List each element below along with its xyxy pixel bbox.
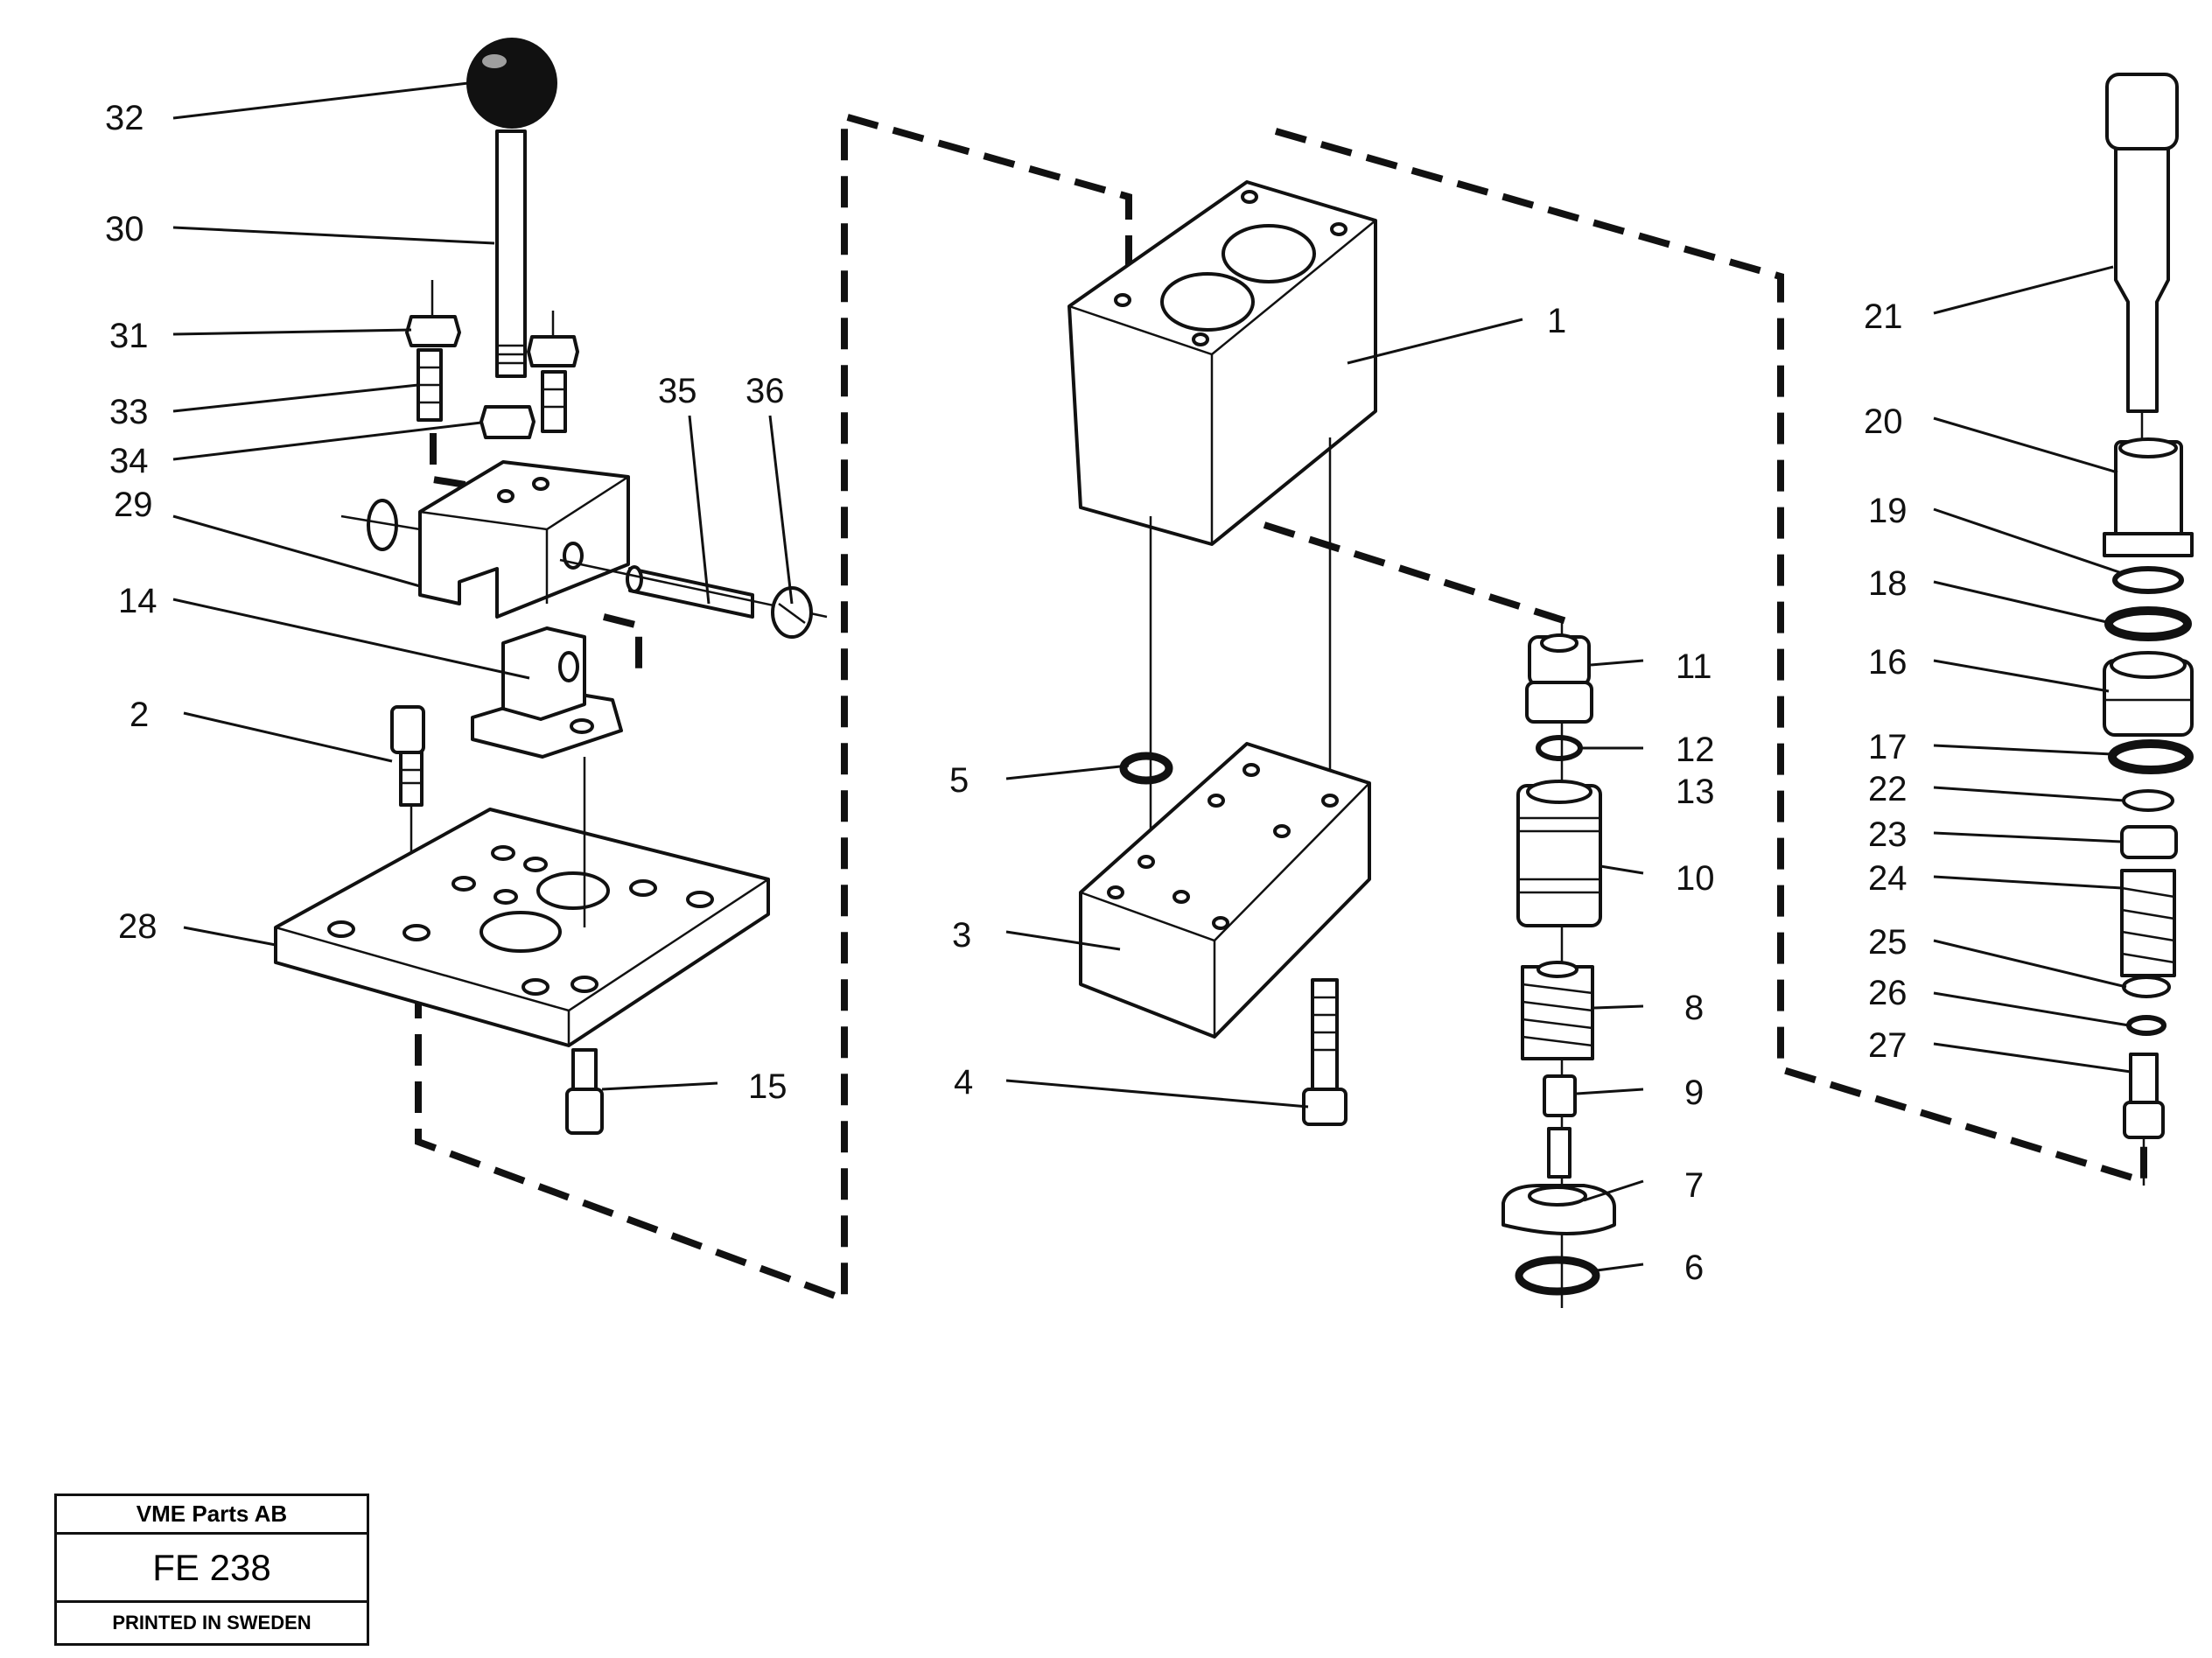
part-3-lower-block xyxy=(1079,742,1371,1039)
callout-31: 31 xyxy=(109,317,149,355)
callout-22: 22 xyxy=(1868,770,1908,808)
part-27-screw xyxy=(2129,1053,2159,1104)
callout-12: 12 xyxy=(1676,731,1715,769)
callout-14: 14 xyxy=(118,582,158,620)
part-28-base-plate xyxy=(274,757,770,1047)
callout-25: 25 xyxy=(1868,923,1908,962)
part-19-ring xyxy=(2112,566,2184,594)
callout-labels: 32 30 31 33 34 29 14 2 28 15 35 36 1 5 3… xyxy=(105,99,1908,1287)
part-33-set-screws xyxy=(416,348,567,433)
part-10-sleeve xyxy=(1516,784,1602,927)
callout-6: 6 xyxy=(1684,1249,1704,1287)
part-21-plunger xyxy=(2105,73,2179,150)
callout-20: 20 xyxy=(1864,402,1903,441)
part-14-block xyxy=(471,626,623,759)
callout-21: 21 xyxy=(1864,297,1903,336)
callout-34: 34 xyxy=(109,442,149,480)
callout-9: 9 xyxy=(1684,1074,1704,1112)
title-block: VME Parts AB FE 238 PRINTED IN SWEDEN xyxy=(54,1494,369,1646)
leader-lines xyxy=(172,81,2132,1272)
part-15-screw xyxy=(565,1048,604,1135)
part-17-o-ring xyxy=(2108,739,2194,774)
part-25-washer xyxy=(2122,976,2171,998)
part-12-ring xyxy=(1536,735,1583,761)
callout-35: 35 xyxy=(658,372,697,410)
part-22-washer xyxy=(2122,789,2174,812)
spool-column xyxy=(1502,617,1616,1308)
callout-5: 5 xyxy=(949,761,969,800)
company-name: VME Parts AB xyxy=(57,1496,367,1535)
plunger-column xyxy=(2103,73,2194,1186)
callout-11: 11 xyxy=(1676,647,1712,686)
part-5-o-ring xyxy=(1119,752,1173,785)
part-24-spring xyxy=(2120,869,2176,977)
part-4-bolt xyxy=(1302,978,1348,1126)
callout-18: 18 xyxy=(1868,564,1908,603)
callout-4: 4 xyxy=(954,1063,973,1102)
callout-32: 32 xyxy=(105,99,144,137)
part-31-nuts xyxy=(405,280,579,367)
printed-notice: PRINTED IN SWEDEN xyxy=(112,1612,312,1634)
callout-17: 17 xyxy=(1868,728,1908,766)
callout-13: 13 xyxy=(1676,773,1715,811)
part-1-valve-block xyxy=(1068,180,1377,857)
callout-16: 16 xyxy=(1868,643,1908,682)
callout-28: 28 xyxy=(118,907,158,946)
callout-1: 1 xyxy=(1547,302,1566,340)
part-26-ring xyxy=(2126,1015,2166,1036)
part-30-lever-rod xyxy=(495,129,527,378)
part-6-o-ring xyxy=(1515,1256,1600,1296)
callout-27: 27 xyxy=(1868,1026,1908,1065)
part-32-knob xyxy=(466,38,557,129)
callout-24: 24 xyxy=(1868,859,1908,898)
part-18-o-ring xyxy=(2104,606,2192,641)
callout-26: 26 xyxy=(1868,974,1908,1012)
callout-30: 30 xyxy=(105,210,144,248)
callout-2: 2 xyxy=(130,696,149,734)
callout-7: 7 xyxy=(1684,1166,1704,1205)
callout-15: 15 xyxy=(748,1067,788,1106)
part-29-bracket xyxy=(340,460,630,619)
callout-23: 23 xyxy=(1868,815,1908,854)
drawing-code: FE 238 xyxy=(57,1535,367,1603)
part-23-cup xyxy=(2120,825,2178,859)
callout-8: 8 xyxy=(1684,989,1704,1027)
callout-10: 10 xyxy=(1676,859,1715,898)
part-9-poppet xyxy=(1543,1074,1577,1117)
callout-3: 3 xyxy=(952,916,971,955)
callout-29: 29 xyxy=(114,486,153,524)
part-34-nut xyxy=(480,405,536,439)
callout-19: 19 xyxy=(1868,492,1908,530)
callout-33: 33 xyxy=(109,393,149,431)
part-36-clip xyxy=(771,586,813,639)
callout-36: 36 xyxy=(746,372,785,410)
